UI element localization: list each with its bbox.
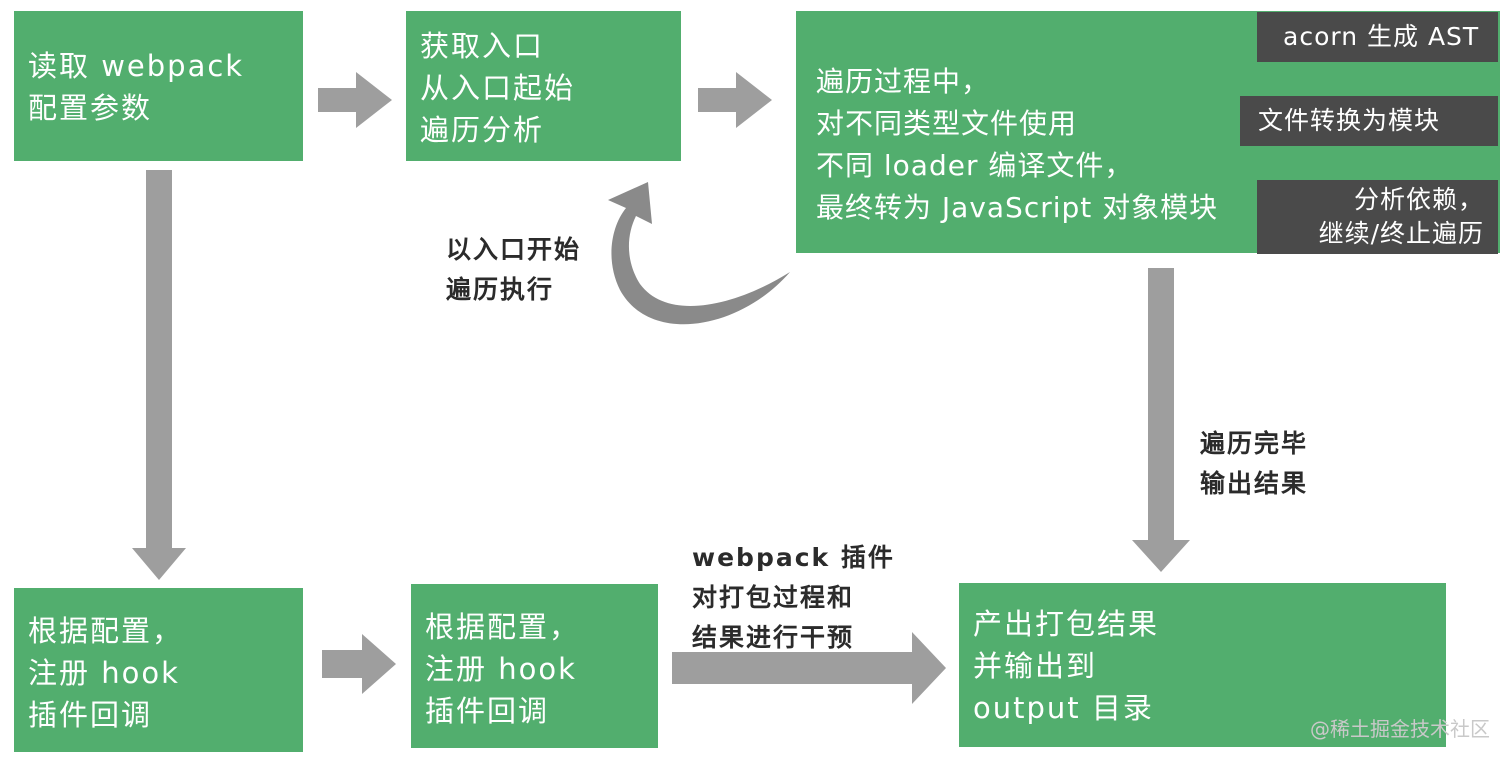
box-line: 根据配置， (425, 610, 581, 644)
box-line: 最终转为 JavaScript 对象模块 (816, 191, 1219, 224)
box-read-config: 读取 webpack 配置参数 (14, 11, 303, 161)
step-analyze-line: 继续/终止遍历 (1318, 219, 1484, 248)
box-line: 不同 loader 编译文件， (816, 149, 1134, 182)
label-line: 对打包过程和 (692, 583, 855, 612)
box-line: 插件回调 (425, 694, 550, 728)
box-line: 对不同类型文件使用 (816, 107, 1078, 140)
label-line: webpack 插件 (692, 543, 895, 572)
box-output-result: 产出打包结果 并输出到 output 目录 (959, 583, 1446, 747)
watermark: @稀土掘金技术社区 (1310, 717, 1490, 741)
step-acorn-label: acorn 生成 AST (1283, 22, 1480, 51)
box-register-hook-2: 根据配置， 注册 hook 插件回调 (411, 584, 658, 748)
box-line: 注册 hook (425, 652, 577, 686)
box-line: 从入口起始 (420, 71, 576, 105)
label-line: 遍历完毕 (1200, 429, 1309, 458)
box-line: 产出打包结果 (973, 607, 1160, 641)
arrow-read-to-entry (318, 72, 392, 128)
box-line: 遍历过程中， (816, 65, 991, 98)
label-loop-back: 以入口开始 遍历执行 (446, 230, 581, 310)
box-line: 注册 hook (28, 656, 180, 690)
arrow-traverse-to-output (1132, 268, 1190, 572)
arrow-register-to-register (322, 634, 396, 694)
box-line: 遍历分析 (420, 113, 545, 147)
box-register-hook-1: 根据配置， 注册 hook 插件回调 (14, 588, 303, 752)
arrow-read-to-register (132, 170, 186, 580)
label-line: 遍历执行 (446, 275, 555, 304)
label-line: 输出结果 (1200, 469, 1309, 498)
step-analyze-line: 分析依赖， (1353, 185, 1484, 214)
box-line: 读取 webpack (28, 49, 245, 83)
box-line: output 目录 (973, 691, 1154, 725)
label-done-output: 遍历完毕 输出结果 (1200, 424, 1308, 504)
box-line: 插件回调 (28, 698, 153, 732)
box-line: 根据配置， (28, 614, 184, 648)
box-line: 获取入口 (420, 29, 545, 63)
label-line: 以入口开始 (446, 235, 582, 264)
step-to-module-label: 文件转换为模块 (1258, 106, 1441, 135)
box-get-entry: 获取入口 从入口起始 遍历分析 (406, 11, 681, 161)
step-analyze-deps: 分析依赖， 继续/终止遍历 (1257, 180, 1498, 254)
arrow-entry-to-traverse (698, 72, 772, 128)
step-acorn: acorn 生成 AST (1257, 12, 1498, 62)
box-line: 配置参数 (28, 91, 153, 125)
box-line: 并输出到 (973, 649, 1098, 683)
label-line: 结果进行干预 (692, 623, 855, 652)
step-to-module: 文件转换为模块 (1240, 96, 1498, 146)
label-plugin-intervene: webpack 插件 对打包过程和 结果进行干预 (692, 538, 895, 658)
box-traverse: 遍历过程中， 对不同类型文件使用 不同 loader 编译文件， 最终转为 Ja… (796, 11, 1500, 253)
arrow-loop-back (608, 182, 790, 325)
arrow-register-to-output (672, 632, 946, 704)
traverse-text: 遍历过程中， 对不同类型文件使用 不同 loader 编译文件， 最终转为 Ja… (816, 61, 1218, 229)
